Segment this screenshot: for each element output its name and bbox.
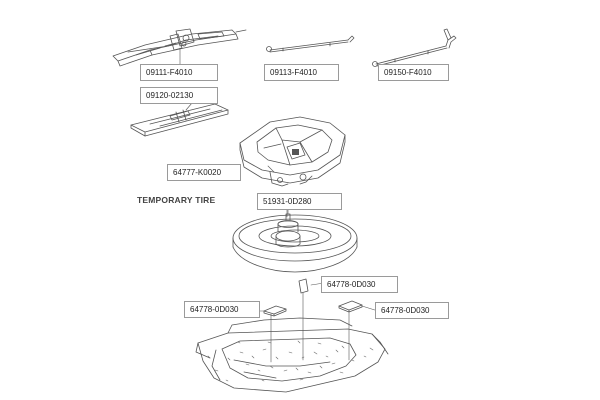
part-label-jack-handle-extension[interactable]: 09113-F4010: [264, 64, 339, 81]
spacer-pad-icon: [263, 278, 363, 317]
scissor-jack-icon: [112, 28, 247, 67]
part-label-spacer-right[interactable]: 64778-0D030: [375, 302, 449, 319]
tool-tray-icon: [239, 116, 346, 187]
part-label-tool-bag[interactable]: 09120-02130: [140, 87, 218, 104]
section-title: TEMPORARY TIRE: [137, 195, 216, 205]
handle-rod-icon: [266, 35, 355, 53]
lug-wrench-icon: [372, 28, 457, 67]
part-label-spare-tire-clamp[interactable]: 51931-0D280: [257, 193, 342, 210]
tool-bag-icon: [130, 103, 229, 137]
part-label-spacer-top[interactable]: 64778-0D030: [321, 276, 398, 293]
part-label-spacer-left[interactable]: 64778-0D030: [184, 301, 260, 318]
part-label-tool-tray[interactable]: 64777-K0020: [167, 164, 241, 181]
part-label-wheel-nut-wrench[interactable]: 09150-F4010: [378, 64, 449, 81]
spare-tire-icon: [232, 208, 358, 273]
trunk-floor-icon: [195, 317, 389, 393]
part-label-jack[interactable]: 09111-F4010: [140, 64, 218, 81]
